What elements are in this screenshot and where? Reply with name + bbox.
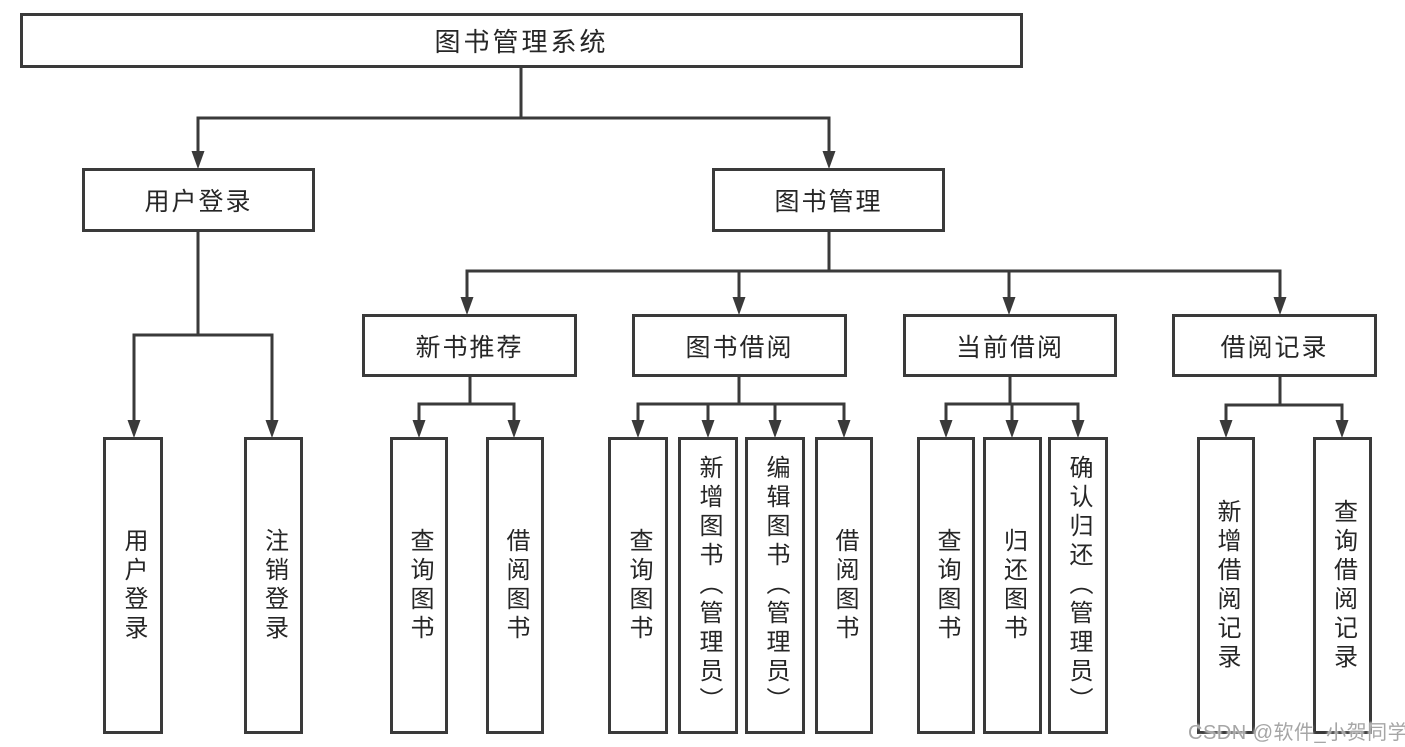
leaf-borrow-book-label: 借阅图书 (831, 527, 858, 644)
leaf-return-book: 归还图书 (983, 437, 1042, 734)
new-book-recommend-label: 新书推荐 (415, 333, 524, 362)
leaf-return-book-label: 归还图书 (999, 527, 1027, 644)
leaf-borrow-books-newrec: 借阅图书 (486, 437, 544, 734)
new-book-recommend-box: 新书推荐 (362, 314, 577, 377)
watermark: CSDN @软件_小贺同学 (1188, 722, 1405, 744)
leaf-query-books-newrec-label: 查询图书 (406, 527, 433, 644)
leaf-edit-book-admin: 编辑图书（管理员） (745, 437, 805, 734)
leaf-edit-book-admin-label: 编辑图书（管理员） (762, 455, 789, 716)
leaf-borrow-books-newrec-label: 借阅图书 (502, 527, 529, 644)
leaf-add-borrow-record-label: 新增借阅记录 (1213, 498, 1240, 673)
root-label: 图书管理系统 (434, 27, 609, 57)
leaf-query-borrow-record-label: 查询借阅记录 (1329, 498, 1357, 673)
leaf-query-books-current: 查询图书 (917, 437, 975, 734)
current-borrow-box: 当前借阅 (903, 314, 1117, 377)
borrow-record-label: 借阅记录 (1220, 333, 1329, 362)
book-management-box: 图书管理 (712, 168, 945, 232)
leaf-confirm-return-admin-label: 确认归还（管理员） (1065, 455, 1092, 716)
connector-lines (127, 65, 1349, 438)
user-login-box: 用户登录 (82, 168, 315, 232)
borrow-record-box: 借阅记录 (1172, 314, 1377, 377)
leaf-query-books-newrec: 查询图书 (390, 437, 448, 734)
leaf-logout-label: 注销登录 (260, 527, 288, 644)
leaf-add-book-admin: 新增图书（管理员） (678, 437, 738, 734)
leaf-confirm-return-admin: 确认归还（管理员） (1048, 437, 1108, 734)
book-borrow-label: 图书借阅 (685, 333, 794, 362)
leaf-query-books-borrow-label: 查询图书 (625, 527, 652, 644)
leaf-query-borrow-record: 查询借阅记录 (1313, 437, 1372, 734)
book-management-label: 图书管理 (774, 188, 883, 216)
user-login-label: 用户登录 (144, 188, 253, 216)
leaf-user-login: 用户登录 (103, 437, 163, 734)
leaf-add-borrow-record: 新增借阅记录 (1197, 437, 1255, 734)
leaf-query-books-borrow: 查询图书 (608, 437, 668, 734)
leaf-query-books-current-label: 查询图书 (933, 527, 960, 644)
leaf-logout: 注销登录 (244, 437, 303, 734)
root-box: 图书管理系统 (20, 13, 1023, 68)
leaf-user-login-label: 用户登录 (120, 527, 147, 644)
current-borrow-label: 当前借阅 (955, 333, 1064, 362)
leaf-borrow-book: 借阅图书 (815, 437, 873, 734)
book-borrow-box: 图书借阅 (632, 314, 847, 377)
leaf-add-book-admin-label: 新增图书（管理员） (695, 455, 722, 716)
